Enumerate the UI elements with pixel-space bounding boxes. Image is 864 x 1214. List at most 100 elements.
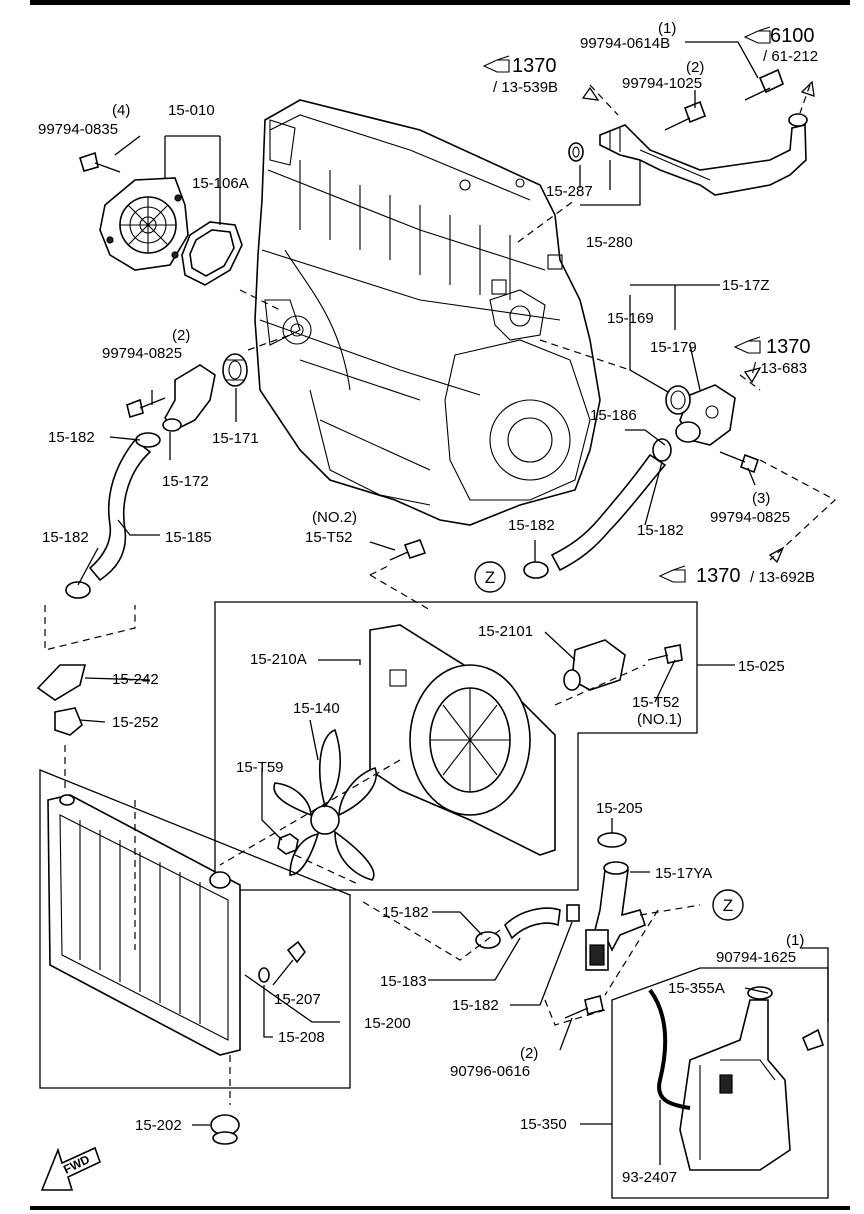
top-border (30, 0, 850, 5)
dashed-lines (44, 84, 837, 1105)
o-ring-15-208 (258, 967, 270, 983)
water-pump-15-010 (99, 177, 189, 271)
ref-1370-b-sub: / 13-683 (752, 360, 807, 377)
label-99794-1025: 99794-1025 (622, 75, 702, 92)
ref-6100-sub: / 61-212 (763, 48, 818, 65)
label-15-17YA: 15-17YA (655, 865, 712, 882)
label-15-200: 15-200 (364, 1015, 411, 1032)
label-15-252: 15-252 (112, 714, 159, 731)
label-15-T52-no1: 15-T52 (632, 694, 680, 711)
label-qty-3: (3) (752, 490, 770, 507)
gasket-15-106A (181, 221, 243, 286)
label-15-183: 15-183 (380, 973, 427, 990)
label-15-208: 15-208 (278, 1029, 325, 1046)
clamp-15-182-c (523, 561, 549, 579)
leader-lines (77, 41, 829, 1165)
ref-1370-a[interactable]: 1370 / 13-539B (482, 55, 558, 96)
water-pipe-15-280 (599, 113, 808, 196)
radiator-cap-15-202 (210, 1114, 240, 1145)
engine-block (254, 99, 601, 526)
label-qty-1-bottom: (1) (786, 932, 804, 949)
label-qty-2-mid: (2) (172, 327, 190, 344)
label-qty-4: (4) (112, 102, 130, 119)
label-15-179: 15-179 (650, 339, 697, 356)
overflow-hose-93-2407 (648, 988, 691, 1110)
bolt-99794-0835 (79, 151, 121, 173)
label-15-350: 15-350 (520, 1116, 567, 1133)
label-99794-0614B: 99794-0614B (580, 35, 670, 52)
thermostat-housing-15-179 (675, 384, 736, 446)
label-15-140: 15-140 (293, 700, 340, 717)
fwd-arrow: FWD (40, 1146, 101, 1191)
hose-15-183 (504, 904, 580, 940)
hose-15-186 (550, 453, 667, 572)
hose-15-185 (88, 438, 152, 582)
z-marker-left-label: Z (485, 568, 495, 587)
arrows (581, 80, 815, 564)
pointing-hand-icon (733, 336, 761, 354)
bolt-99794-0825-left (126, 397, 166, 419)
label-15-182-c: 15-182 (508, 517, 555, 534)
label-no1: (NO.1) (637, 711, 682, 728)
label-qty-2-bottom: (2) (520, 1045, 538, 1062)
label-15-010: 15-010 (168, 102, 215, 119)
pointing-hand-icon (482, 55, 510, 73)
label-15-182-e: 15-182 (382, 904, 429, 921)
clamp-15-182-b (652, 438, 672, 462)
bolt-99794-1025 (664, 100, 707, 131)
ref-1370-c-sub: / 13-692B (750, 569, 815, 586)
label-no2: (NO.2) (312, 509, 357, 526)
bolt-90796-0616 (564, 995, 604, 1019)
z-marker-right[interactable]: Z (712, 889, 744, 921)
z-marker-left[interactable]: Z (474, 561, 506, 593)
ref-1370-a-sub: / 13-539B (493, 79, 558, 96)
label-15-169: 15-169 (607, 310, 654, 327)
label-15-025: 15-025 (738, 658, 785, 675)
thermostat-cover-15-172 (162, 364, 216, 432)
ref-6100[interactable]: 6100 / 61-212 (743, 25, 818, 65)
ref-1370-c[interactable]: 1370 / 13-692B (658, 565, 815, 587)
label-15-T52-no2: 15-T52 (305, 529, 353, 546)
label-15-2101: 15-2101 (478, 623, 533, 640)
bolt-99794-0614B (744, 68, 784, 101)
fan-motor-15-2101 (563, 639, 626, 691)
o-ring-15-169 (665, 385, 691, 415)
label-99794-0835: 99794-0835 (38, 121, 118, 138)
clamp-15-182-e (475, 931, 501, 949)
label-15-202: 15-202 (135, 1117, 182, 1134)
radiator-15-200 (47, 794, 241, 1056)
label-15-182-d: 15-182 (42, 529, 89, 546)
label-15-186: 15-186 (590, 407, 637, 424)
label-15-17Z: 15-17Z (722, 277, 770, 294)
bottom-border (30, 1206, 850, 1210)
label-15-355A: 15-355A (668, 980, 725, 997)
label-15-280: 15-280 (586, 234, 633, 251)
label-15-182-a: 15-182 (48, 429, 95, 446)
label-15-182-f: 15-182 (452, 997, 499, 1014)
thermostat-15-171 (222, 353, 248, 387)
nut-15-T59 (277, 833, 299, 855)
ref-1370-b[interactable]: 1370 / 13-683 (733, 336, 811, 377)
label-90794-1625: 90794-1625 (716, 949, 796, 966)
z-marker-right-label: Z (723, 896, 733, 915)
mount-15-252 (54, 707, 83, 736)
bolt-99794-0825-right (719, 451, 760, 474)
filler-neck-15-17YA (585, 861, 646, 971)
part-labels: (1) 99794-0614B (2) 99794-1025 (4) 15-01… (38, 20, 804, 1186)
ref-1370-a-number: 1370 (512, 55, 557, 77)
pointing-hand-icon (743, 26, 771, 44)
bolt-15-T52-no1 (647, 644, 683, 664)
filler-cap-15-205 (597, 832, 627, 848)
bolt-90794-1625 (801, 1028, 825, 1051)
o-ring-15-287 (568, 142, 584, 162)
clamp-15-182-d (65, 581, 91, 599)
label-90796-0616: 90796-0616 (450, 1063, 530, 1080)
radiator-box (39, 769, 351, 1089)
label-99794-0825-left: 99794-0825 (102, 345, 182, 362)
pointing-hand-icon (658, 565, 686, 583)
label-99794-0825-right: 99794-0825 (710, 509, 790, 526)
label-15-207: 15-207 (274, 991, 321, 1008)
label-15-210A: 15-210A (250, 651, 307, 668)
label-15-171: 15-171 (212, 430, 259, 447)
